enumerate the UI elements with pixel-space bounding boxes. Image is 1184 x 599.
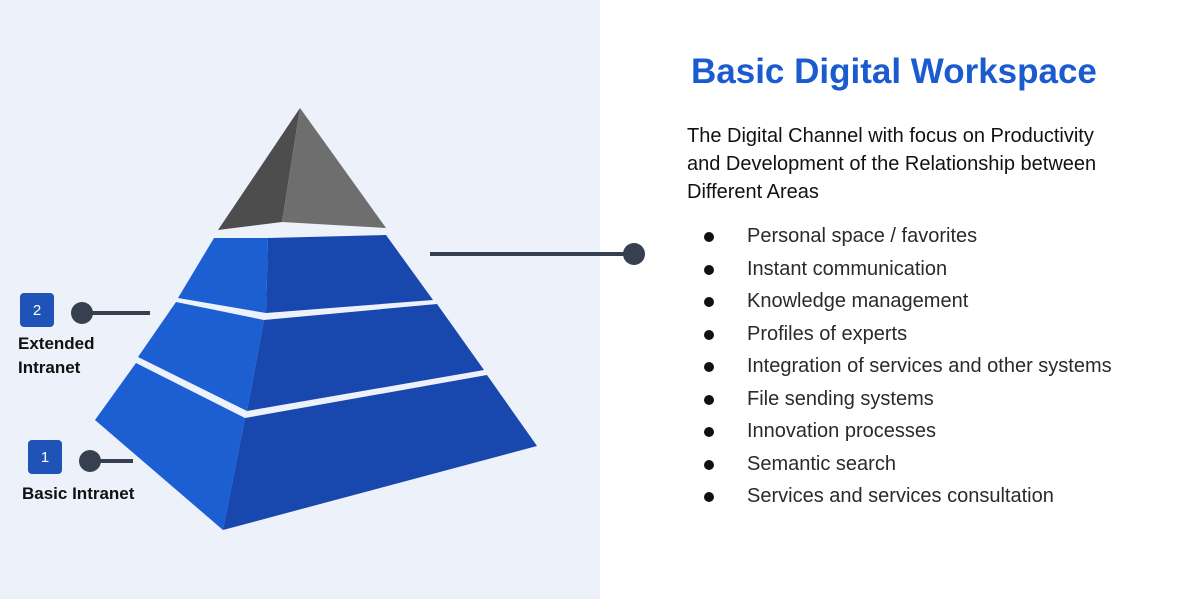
level-1-badge: 1 xyxy=(28,440,62,474)
pyramid-top-left-face xyxy=(218,108,300,230)
pyramid-tier1-left-face xyxy=(95,363,245,530)
pyramid-tier3-right-face xyxy=(266,235,433,313)
connector-line-workspace-right xyxy=(430,252,632,256)
feature-item: Knowledge management xyxy=(700,285,1120,318)
feature-list: Personal space / favorites Instant commu… xyxy=(700,220,1120,513)
level-2-label: Extended Intranet xyxy=(18,334,95,377)
pyramid-diagram xyxy=(95,108,600,530)
pyramid-tier1-right-face xyxy=(223,375,537,530)
pyramid-tier2-left-face xyxy=(138,302,264,411)
feature-item: Personal space / favorites xyxy=(700,220,1120,253)
feature-item: File sending systems xyxy=(700,383,1120,416)
feature-item: Services and services consultation xyxy=(700,480,1120,513)
pyramid-tier3-left-face xyxy=(178,238,268,313)
pyramid-tier2-right-face xyxy=(247,304,484,411)
level-2-connector-line xyxy=(82,311,150,315)
feature-item: Profiles of experts xyxy=(700,318,1120,351)
level-1-connector-line xyxy=(90,459,133,463)
feature-item: Semantic search xyxy=(700,448,1120,481)
level-1-label: Basic Intranet xyxy=(22,484,135,503)
level-2-badge: 2 xyxy=(20,293,54,327)
workspace-subtitle: The Digital Channel with focus on Produc… xyxy=(687,125,1097,203)
feature-item: Instant communication xyxy=(700,253,1120,286)
feature-item: Innovation processes xyxy=(700,415,1120,448)
feature-item: Integration of services and other system… xyxy=(700,350,1120,383)
workspace-title: Basic Digital Workspace xyxy=(691,52,1097,91)
connector-dot-workspace-right xyxy=(623,243,645,265)
pyramid-top-right-face xyxy=(282,108,386,228)
